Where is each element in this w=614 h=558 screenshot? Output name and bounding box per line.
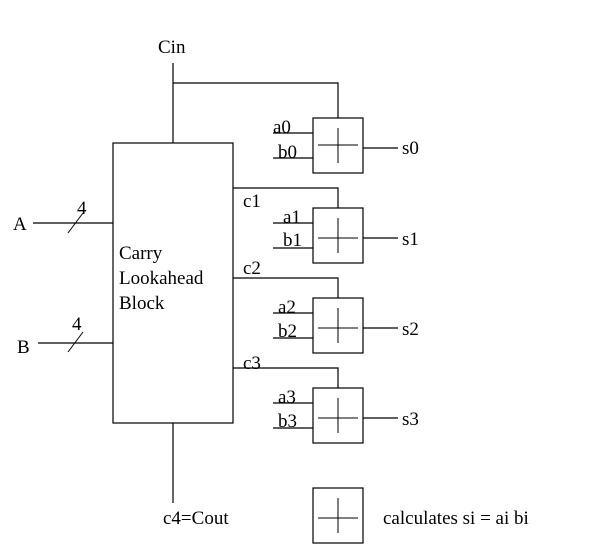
a-label: a3 [278, 387, 296, 408]
adder-box [312, 207, 364, 264]
a-label: a1 [283, 207, 301, 228]
carry-label-c1: c1 [243, 191, 261, 212]
cin-to-adder0-wire [173, 82, 339, 118]
s-label: s2 [402, 319, 419, 340]
adder-1: a1 b1 s1 [273, 207, 419, 264]
plus-icon [318, 128, 358, 163]
adder-box [312, 387, 364, 444]
b-label: b3 [278, 411, 297, 432]
input-a-label: A [13, 214, 27, 235]
cin-label: Cin [158, 37, 186, 58]
plus-icon [318, 498, 358, 533]
bus-slash-a [67, 212, 84, 234]
adder-box [312, 117, 364, 174]
bus-width-a: 4 [77, 198, 87, 219]
carry-wire-c2 [233, 277, 339, 298]
carry-label-c3: c3 [243, 353, 261, 374]
s-label: s0 [402, 138, 419, 159]
plus-icon [318, 308, 358, 343]
bus-width-b: 4 [72, 314, 82, 335]
b-label: b2 [278, 321, 297, 342]
cla-label-line1: Carry [119, 243, 163, 264]
s-label: s1 [402, 229, 419, 250]
a-label: a2 [278, 297, 296, 318]
plus-icon [318, 398, 358, 433]
carry-label-c2: c2 [243, 258, 261, 279]
carry-wire-c3 [233, 367, 339, 388]
adder-2: a2 b2 s2 [273, 297, 419, 354]
s-label: s3 [402, 409, 419, 430]
cla-label-line3: Block [119, 293, 165, 314]
adder-3: a3 b3 s3 [273, 387, 419, 444]
plus-icon [318, 218, 358, 253]
adder-box [312, 297, 364, 354]
input-b-label: B [17, 337, 30, 358]
legend: calculates si = ai bi [312, 487, 529, 544]
bus-slash-b [67, 331, 84, 353]
cla-label-line2: Lookahead [119, 268, 204, 289]
b-label: b0 [278, 142, 297, 163]
adder-0: a0 b0 s0 [273, 117, 419, 174]
a-label: a0 [273, 117, 291, 138]
legend-adder-box [312, 487, 364, 544]
carry-wire-c1 [233, 187, 339, 208]
legend-text: calculates si = ai bi [383, 508, 529, 529]
b-label: b1 [283, 230, 302, 251]
cout-label: c4=Cout [163, 508, 229, 529]
